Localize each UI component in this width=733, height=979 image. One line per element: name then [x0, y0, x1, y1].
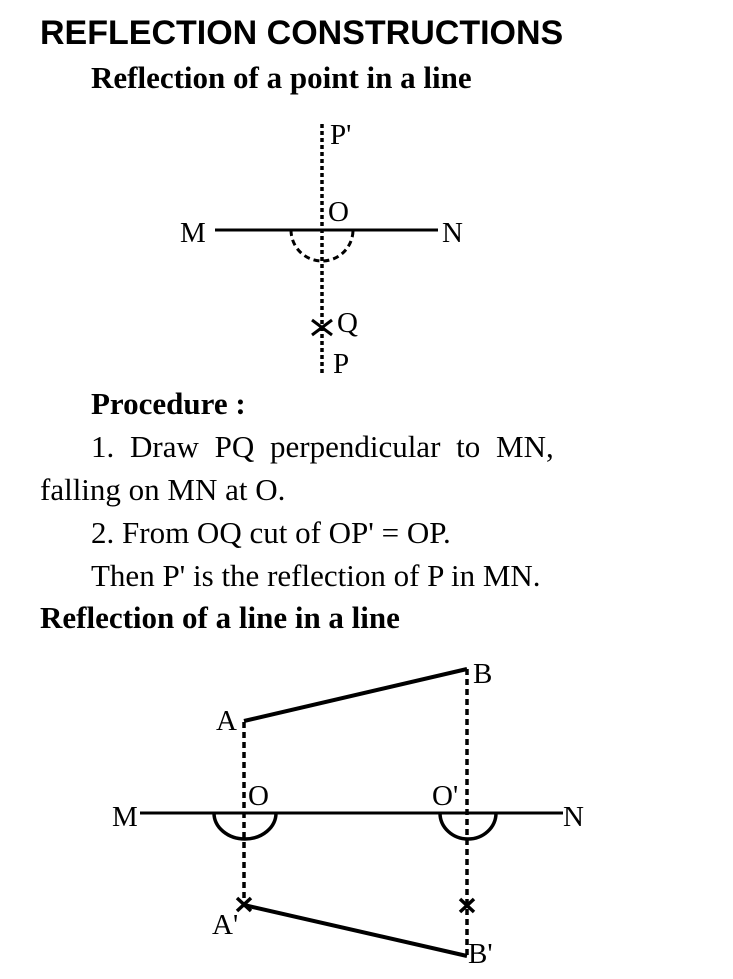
section-heading-line: Reflection of a line in a line — [40, 600, 400, 635]
procedure-heading: Procedure : — [91, 386, 246, 421]
page-title: REFLECTION CONSTRUCTIONS — [40, 14, 564, 52]
label-o-prime: O' — [432, 780, 458, 812]
diagram-line-reflection: B A M O O' N A' B' — [112, 658, 584, 970]
label-m-2: M — [112, 801, 138, 833]
construction-arc — [289, 229, 355, 263]
label-p-prime: P' — [330, 119, 351, 151]
label-n: N — [442, 217, 463, 249]
procedure-step-2: 2. From OQ cut of OP' = OP. — [91, 515, 451, 550]
label-b: B — [473, 658, 492, 690]
label-q: Q — [337, 307, 358, 339]
cross-mark-q-icon — [311, 318, 333, 337]
procedure-step-1: 1. Draw PQ perpendicular to MN, — [91, 429, 554, 464]
cross-mark-a-prime-icon — [235, 896, 253, 913]
cross-mark-b-prime-icon — [458, 897, 476, 914]
arc-o-prime — [438, 812, 498, 841]
diagram-point-reflection: P' O M N Q P — [180, 119, 463, 380]
procedure-step-1-cont: falling on MN at O. — [40, 472, 286, 507]
label-o-2: O — [248, 780, 269, 812]
label-a: A — [216, 705, 237, 737]
arc-o — [212, 812, 278, 841]
label-m: M — [180, 217, 206, 249]
section-heading-point: Reflection of a point in a line — [91, 60, 472, 95]
label-o: O — [328, 196, 349, 228]
label-n-2: N — [563, 801, 584, 833]
label-b-prime: B' — [468, 938, 493, 970]
segment-a-prime-b-prime — [243, 903, 468, 958]
label-p: P — [333, 348, 349, 380]
procedure-conclusion: Then P' is the reflection of P in MN. — [91, 558, 541, 593]
segment-ab — [243, 667, 468, 723]
label-a-prime: A' — [212, 909, 238, 941]
